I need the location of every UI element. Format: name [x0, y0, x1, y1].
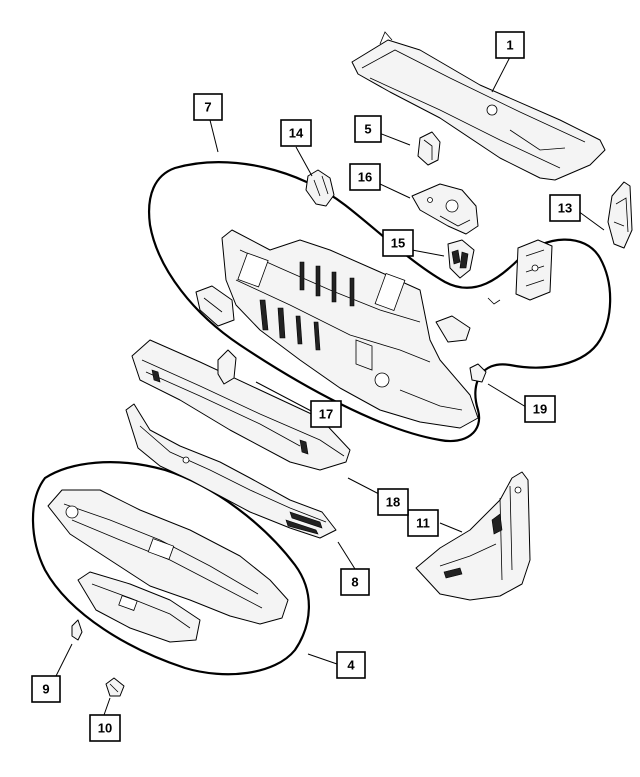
part-cowl-top-panel [351, 31, 606, 181]
part-16-support [411, 183, 479, 235]
callout-19: 19 [524, 395, 556, 423]
callout-17-label: 17 [319, 407, 333, 422]
callout-10: 10 [89, 714, 121, 742]
callout-5: 5 [354, 115, 382, 143]
part-4-floor-pan [47, 489, 289, 643]
callout-18-label: 18 [386, 495, 400, 510]
leader-lines [55, 56, 605, 716]
callout-8-label: 8 [351, 575, 358, 590]
part-15-bracket [447, 239, 475, 279]
part-11-side-panel [415, 471, 531, 601]
callout-19-label: 19 [533, 402, 547, 417]
part-dash-panel [195, 229, 501, 429]
callout-17: 17 [310, 400, 342, 428]
callout-8: 8 [340, 568, 370, 596]
part-14-bracket [305, 169, 335, 207]
part-13-side-bracket [607, 181, 633, 249]
callout-9: 9 [31, 675, 61, 703]
callout-7-label: 7 [204, 100, 211, 115]
callout-16: 16 [349, 163, 381, 191]
callout-13-label: 13 [558, 201, 572, 216]
callout-18: 18 [377, 488, 409, 516]
callout-1-label: 1 [506, 38, 513, 53]
callout-11: 11 [407, 509, 439, 537]
callout-10-label: 10 [98, 721, 112, 736]
group-outline-floor-pan [31, 461, 310, 676]
callout-14-label: 14 [289, 126, 304, 141]
part-plate-small [515, 239, 553, 301]
part-10-clip [105, 677, 125, 697]
part-18-lower-cross-member [125, 403, 337, 539]
part-9-clip [71, 619, 83, 641]
callout-13: 13 [549, 194, 581, 222]
callout-11-label: 11 [416, 516, 430, 531]
part-17-cross-member [131, 339, 351, 471]
callout-15: 15 [382, 229, 414, 257]
callout-4-label: 4 [347, 658, 355, 673]
callout-5-label: 5 [364, 122, 371, 137]
callout-4: 4 [336, 651, 366, 679]
callout-1: 1 [495, 31, 525, 59]
callout-7: 7 [193, 93, 223, 121]
callout-14: 14 [280, 119, 312, 147]
callout-15-label: 15 [391, 236, 405, 251]
part-5-bracket [417, 131, 441, 166]
callout-16-label: 16 [358, 170, 372, 185]
callout-9-label: 9 [42, 682, 49, 697]
